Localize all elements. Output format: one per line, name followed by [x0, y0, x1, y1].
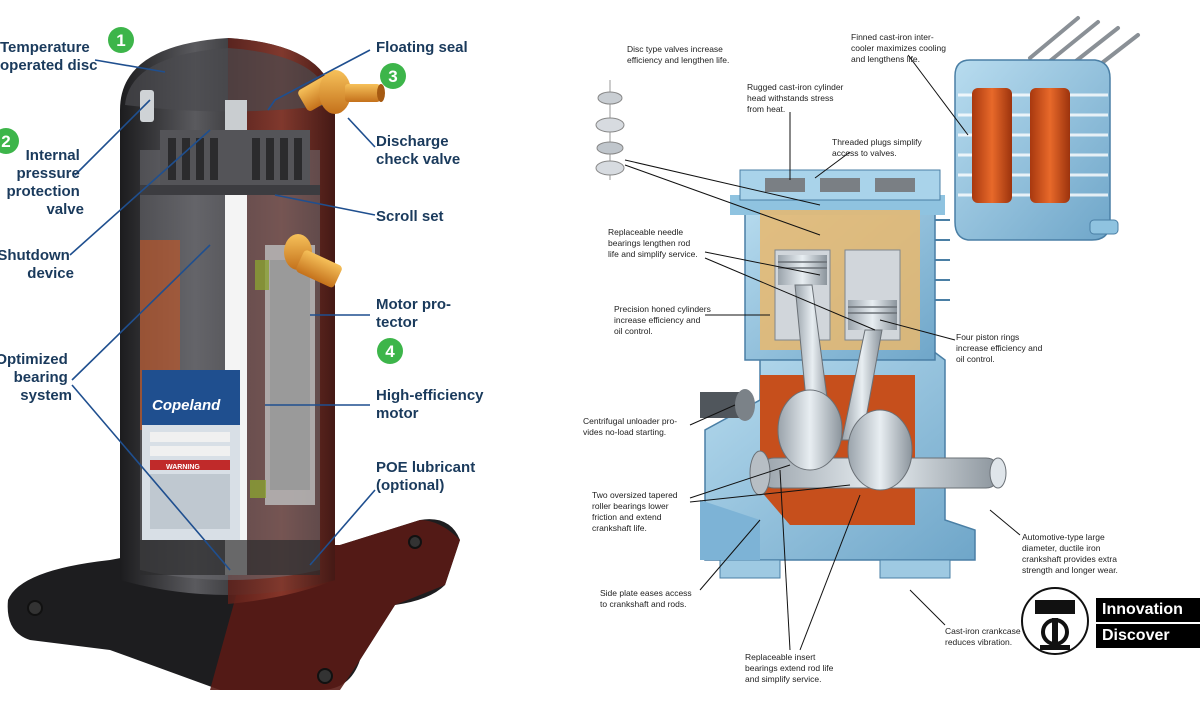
label-intercooler: Finned cast-iron inter- cooler maximizes… [851, 32, 948, 64]
badge-2: 2 [0, 128, 19, 154]
label-threaded-plugs: Threaded plugs simplify access to valves… [832, 137, 924, 158]
label-crankshaft: Automotive-type large diameter, ductile … [1022, 532, 1119, 575]
mounting-hole [317, 668, 333, 684]
label-motor-protector: Motor pro- tector [376, 296, 455, 331]
label-honed-cylinders: Precision honed cylinders increase effic… [614, 304, 713, 336]
brand-name-line1: Innovation [1096, 598, 1200, 622]
scroll-set-graphic [140, 100, 320, 195]
crankshaft-graphic [749, 389, 1007, 496]
label-disc-valves: Disc type valves increase efficiency and… [627, 44, 729, 65]
svg-text:1: 1 [116, 31, 125, 50]
mounting-hole [27, 600, 43, 616]
left-leader-lines [69, 49, 376, 571]
label-poe-lubricant: POE lubricant (optional) [376, 459, 479, 494]
svg-text:4: 4 [385, 342, 395, 361]
label-optimized-bearing: Optimized bearing system [0, 351, 72, 404]
label-shutdown-device: Shutdown device [0, 247, 74, 282]
label-side-plate: Side plate eases access to crankshaft an… [600, 588, 694, 609]
brand-logo-icon [1021, 587, 1089, 655]
label-temperature-disc: Temperature operated disc [0, 39, 98, 74]
brand-name-line2: Discover [1096, 624, 1200, 648]
label-needle-bearings: Replaceable needle bearings lengthen rod… [608, 227, 698, 259]
right-leader-lines [624, 54, 1021, 651]
label-piston-rings: Four piston rings increase efficiency an… [956, 332, 1045, 364]
discharge-fitting [298, 70, 385, 114]
cylinder-block-graphic [730, 169, 950, 361]
motor-stator-graphic [140, 240, 315, 505]
nameplate: Copeland WARNING [142, 370, 240, 540]
mounting-hole [408, 535, 422, 549]
label-cylinder-head: Rugged cast-iron cylinder head withstand… [747, 82, 846, 114]
temperature-disc-graphic [140, 90, 154, 122]
svg-text:2: 2 [1, 132, 10, 151]
label-internal-pressure: Internal pressure protection valve [6, 147, 84, 218]
suction-fitting [284, 234, 342, 288]
badge-1: 1 [108, 27, 134, 53]
reciprocating-compressor-illustration: Disc type valves increase efficiency and… [583, 16, 1140, 684]
svg-text:3: 3 [388, 67, 397, 86]
label-high-efficiency-motor: High-efficiency motor [376, 387, 488, 422]
label-discharge-check-valve: Discharge check valve [376, 133, 460, 168]
label-insert-bearings: Replaceable insert bearings extend rod l… [745, 652, 836, 684]
label-crankcase: Cast-iron crankcase reduces vibration. [945, 626, 1023, 647]
scroll-compressor-illustration: Copeland WARNING [0, 27, 488, 690]
label-scroll-set: Scroll set [376, 208, 444, 225]
exploded-valve-parts [595, 80, 625, 180]
nameplate-brand: Copeland [152, 397, 221, 414]
unloader-graphic [700, 389, 755, 421]
label-unloader: Centrifugal unloader pro- vides no-load … [583, 416, 679, 437]
label-floating-seal: Floating seal [376, 39, 468, 56]
badge-4: 4 [377, 338, 403, 364]
badge-3: 3 [380, 63, 406, 89]
right-labels: Disc type valves increase efficiency and… [583, 32, 1119, 684]
nameplate-warning: WARNING [166, 464, 200, 471]
label-roller-bearings: Two oversized tapered roller bearings lo… [592, 490, 680, 533]
left-labels: Temperature operated disc Floating seal … [0, 39, 488, 494]
intercooler-graphic [954, 59, 1119, 241]
